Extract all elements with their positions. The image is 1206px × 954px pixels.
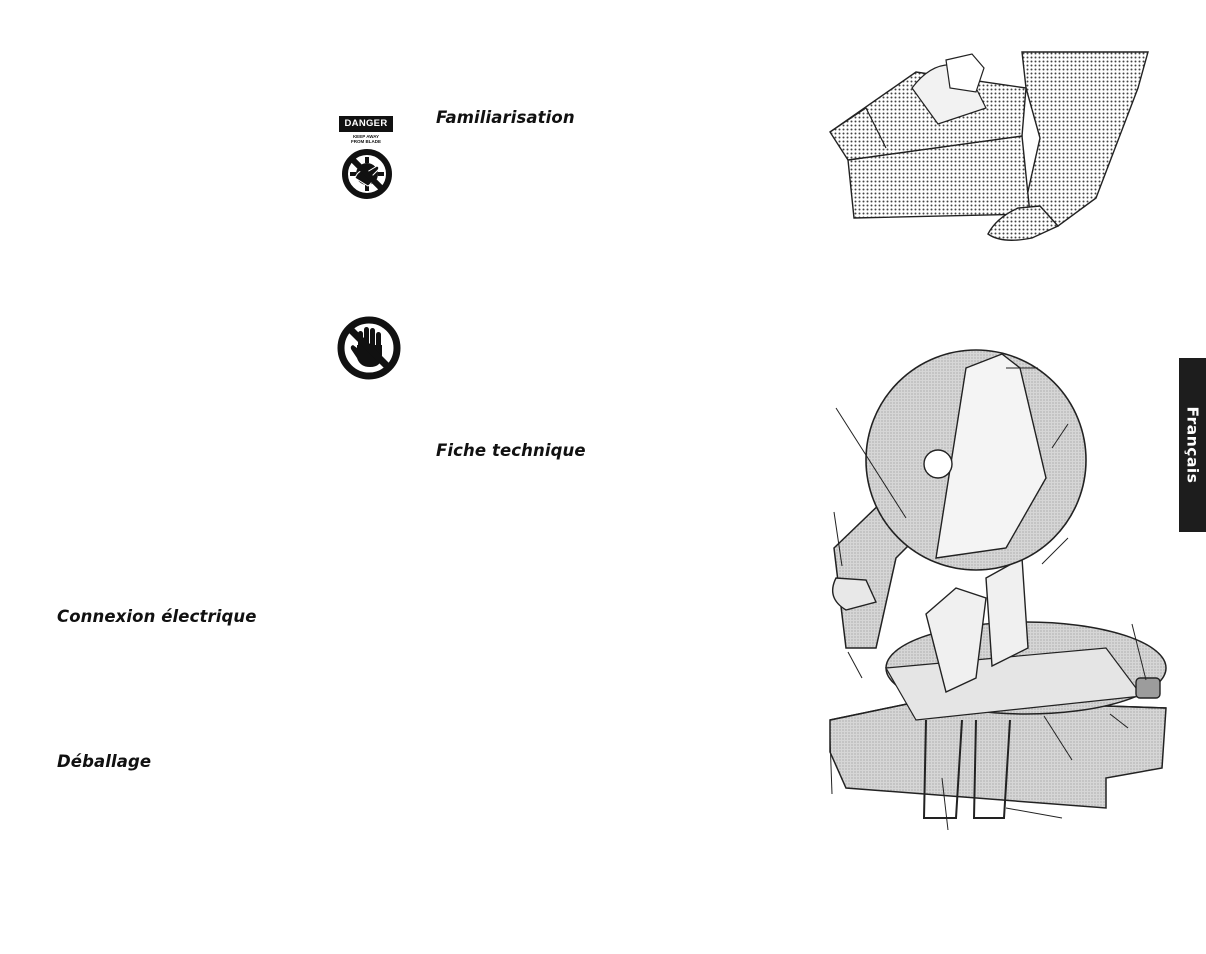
heading-connexion-electrique: Connexion électrique xyxy=(57,607,257,626)
heading-familiarisation: Familiarisation xyxy=(436,108,575,127)
miter-saw-illustration xyxy=(829,349,1167,831)
danger-subtext-line2: FROM BLADE xyxy=(351,139,381,144)
heading-fiche-technique: Fiche technique xyxy=(436,441,586,460)
danger-sign: DANGER KEEP AWAY FROM BLADE xyxy=(338,116,396,200)
language-tab: Français xyxy=(1179,358,1206,532)
language-tab-label: Français xyxy=(1183,406,1202,484)
no-hands-near-blade-icon xyxy=(342,149,392,199)
heading-deballage: Déballage xyxy=(57,752,152,771)
danger-subtext: KEEP AWAY FROM BLADE xyxy=(338,134,394,144)
danger-subtext-line1: KEEP AWAY xyxy=(352,134,380,139)
no-hand-icon xyxy=(337,316,401,380)
box-lifting-illustration xyxy=(829,51,1149,241)
danger-label: DANGER xyxy=(339,116,393,132)
